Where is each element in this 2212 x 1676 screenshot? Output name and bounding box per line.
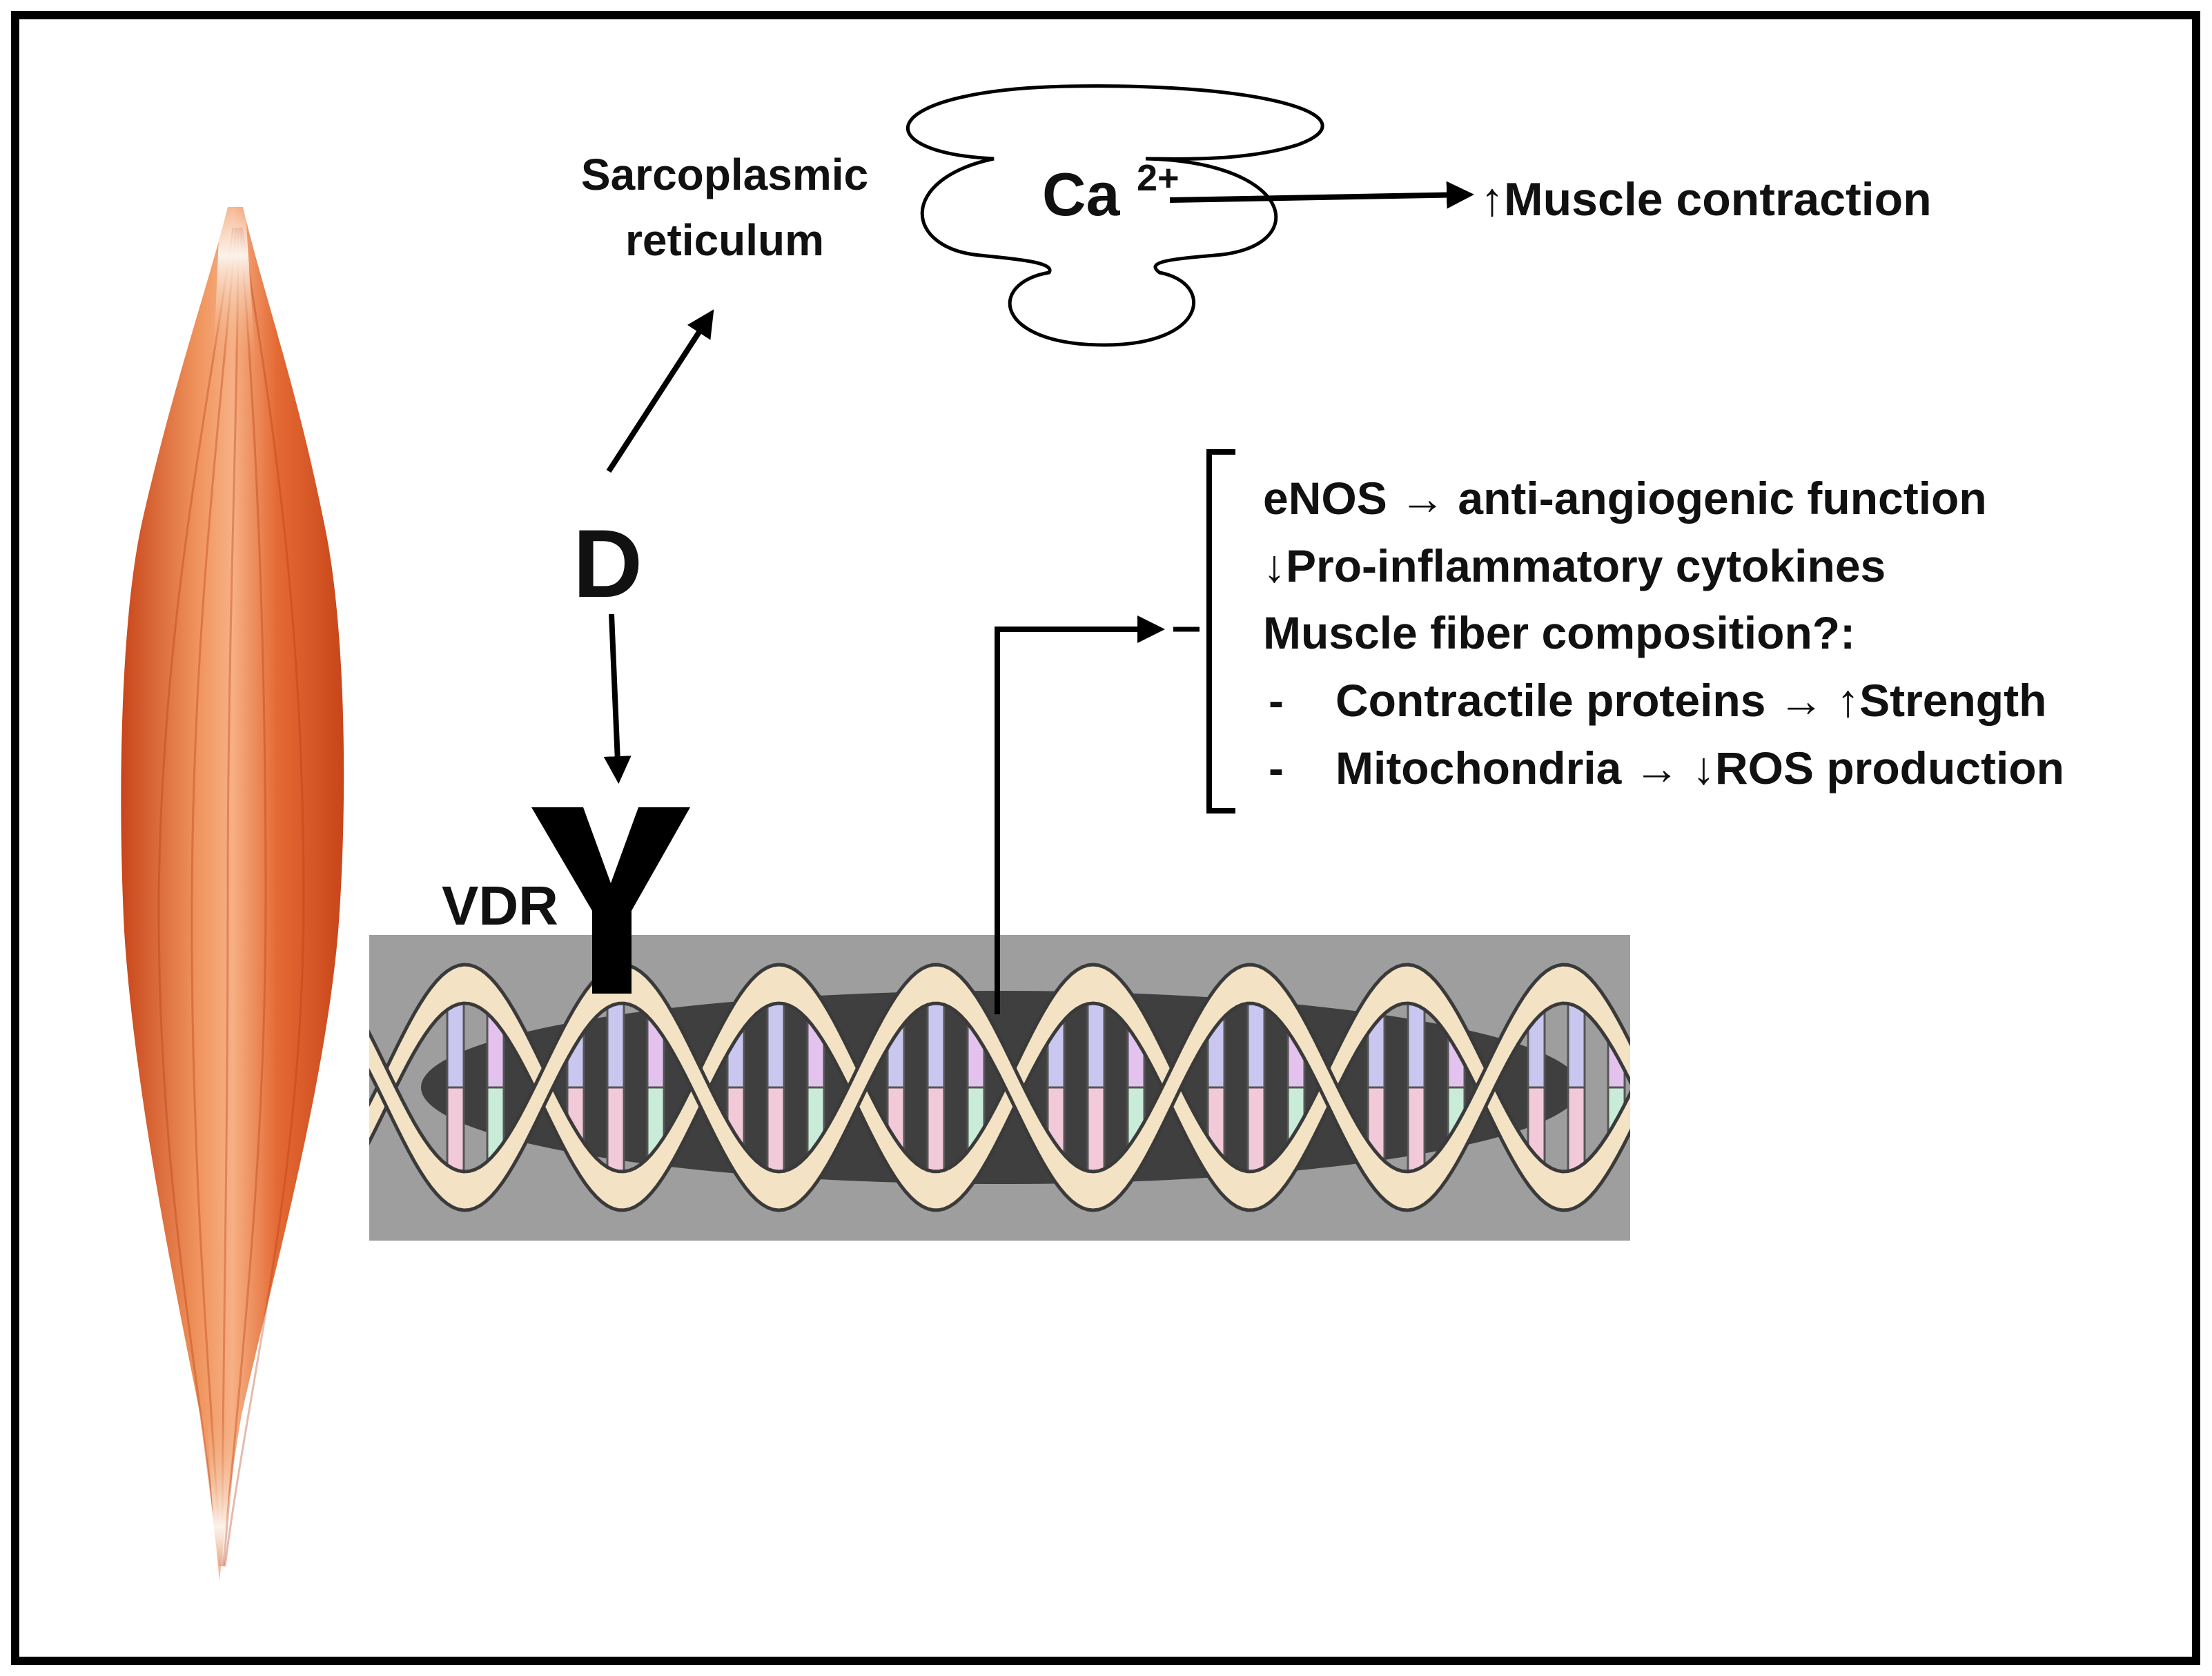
effects-list: eNOS → anti-angiogenic function ↓Pro-inf… [1263, 473, 2064, 793]
effect-line-1: eNOS → anti-angiogenic function [1263, 473, 1987, 524]
sr-label-line1: Sarcoplasmic [581, 150, 868, 199]
sr-label-line2: reticulum [625, 215, 824, 265]
arrow-d-to-sr [606, 309, 714, 473]
effect-bullet-5: - [1269, 742, 1284, 793]
vdr-label: VDR [442, 875, 558, 936]
dna-backbone-strand [369, 963, 1630, 1212]
calcium-charge: 2+ [1137, 157, 1180, 199]
effect-line-4: Contractile proteins → ↑Strength [1335, 675, 2046, 726]
effect-line-5: Mitochondria → ↓ROS production [1335, 742, 2064, 793]
arrow-dna-to-effects [995, 615, 1165, 1014]
effect-line-3: Muscle fiber composition?: [1263, 607, 1855, 658]
sarcoplasmic-reticulum-shape [906, 84, 1324, 347]
effects-bracket [1206, 449, 1235, 814]
arrow-d-to-vdr [603, 613, 632, 784]
vdr-receptor [531, 807, 690, 994]
effect-line-2: ↓Pro-inflammatory cytokines [1263, 540, 1886, 591]
dna-base-upper [606, 989, 625, 1089]
dna-backbone-strand [369, 963, 1630, 1212]
effect-bullet-4: - [1269, 675, 1284, 726]
muscle-fiber-illustration [121, 200, 344, 1587]
dna-base-upper [1246, 989, 1266, 1089]
calcium-label: Ca 2+ [1042, 157, 1180, 228]
arrow-ca-to-contraction [1169, 181, 1474, 209]
muscle-contraction-label: ↑Muscle contraction [1480, 173, 1932, 226]
calcium-base: Ca [1042, 160, 1121, 228]
dna-helix-illustration [369, 935, 1630, 1241]
vitamin-d-label: D [573, 509, 643, 618]
